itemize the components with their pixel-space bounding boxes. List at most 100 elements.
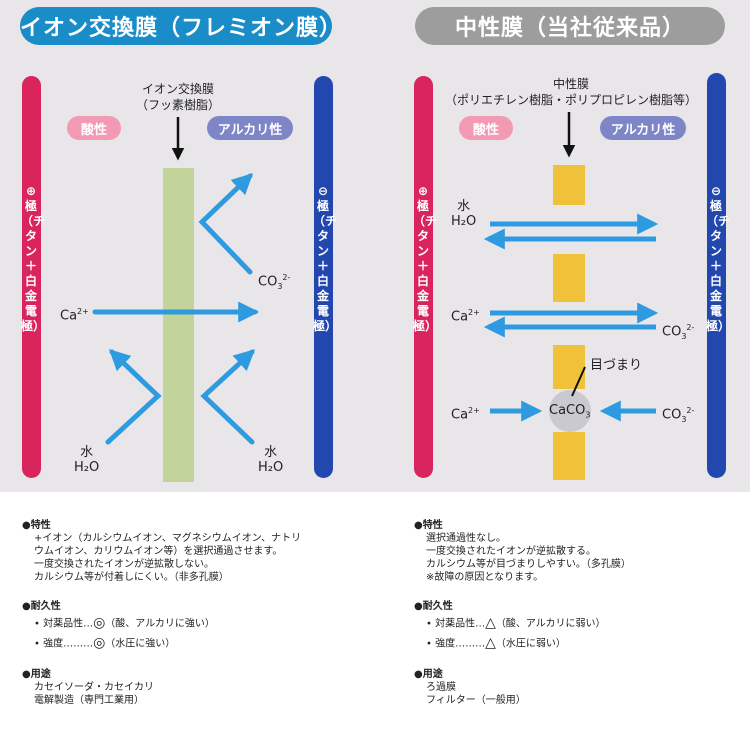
- minus-electrode-label-left: ⊖極（チタン＋白金電極）: [313, 184, 338, 333]
- co3-arrow-left: [198, 173, 254, 275]
- ca-charge: 2+: [468, 406, 480, 415]
- caco3-clog: [549, 390, 591, 432]
- ca-symbol: Ca: [451, 309, 469, 325]
- uses-heading: ●用途: [414, 669, 443, 680]
- durability-item: • 対薬品性…△（酸、アルカリに弱い）: [414, 615, 734, 631]
- co3-charge: 2-: [282, 273, 291, 282]
- ca-charge: 2+: [77, 307, 89, 316]
- water-left-a: 水 H₂O: [74, 445, 99, 475]
- ca-symbol: Ca: [451, 407, 469, 423]
- uses-right: ●用途 ろ過膜 フィルター（一般用）: [414, 668, 734, 707]
- membrane-segment: [553, 432, 585, 480]
- membrane-segment: [553, 345, 585, 389]
- use-line: フィルター（一般用）: [426, 695, 526, 706]
- co3-symbol: CO: [258, 274, 278, 290]
- durability-item-note: （酸、アルカリに弱い）: [495, 618, 606, 630]
- durability-item-note: （水圧に強い）: [105, 638, 176, 649]
- minus-electrode-label-right: ⊖極（チタン＋白金電極）: [706, 184, 731, 333]
- co3-charge: 2-: [686, 406, 695, 415]
- durability-heading: ●耐久性: [414, 601, 453, 612]
- triangle-icon: △: [485, 634, 496, 651]
- ca-ion-right: Ca2+: [451, 305, 480, 324]
- uses-heading: ●用途: [22, 669, 51, 680]
- durability-right: ●耐久性 • 対薬品性…△（酸、アルカリに弱い） • 強度………△（水圧に弱い）: [414, 600, 734, 650]
- membrane-material: （フッ素樹脂）: [135, 98, 220, 112]
- use-line: 電解製造（専門工業用）: [34, 695, 144, 706]
- caco3-label: CaCO3: [549, 403, 590, 423]
- features-heading: ●特性: [414, 520, 443, 531]
- use-line: カセイソーダ・カセイカリ: [34, 682, 154, 693]
- co3-subscript: 3: [681, 414, 687, 424]
- membrane-label-left: イオン交換膜 （フッ素樹脂）: [120, 81, 236, 113]
- water-right: 水 H₂O: [451, 199, 476, 229]
- alkaline-label-right: アルカリ性: [600, 116, 686, 140]
- ca-ion-clog: Ca2+: [451, 403, 480, 422]
- durability-item-label: • 対薬品性…: [34, 618, 94, 630]
- uses-left: ●用途 カセイソーダ・カセイカリ 電解製造（専門工業用）: [22, 668, 362, 707]
- feature-line: カルシウム等が目づまりしやすい。（多孔膜）: [426, 559, 631, 570]
- clog-label: 目づまり: [590, 358, 643, 373]
- feature-line: ウムイオン、カリウムイオン等）を選択通過させます。: [34, 546, 283, 557]
- durability-item: • 強度………△（水圧に弱い）: [414, 634, 734, 651]
- caco3-symbol: CaCO: [549, 403, 586, 418]
- co3-ion-left: CO32-: [258, 270, 290, 294]
- durability-item-label: • 強度………: [426, 638, 486, 649]
- feature-line: 一度交換されたイオンが逆拡散しない。: [34, 559, 214, 570]
- membrane-name: 中性膜: [552, 77, 589, 91]
- title-ion-exchange-membrane: イオン交換膜（フレミオン膜）: [20, 7, 341, 45]
- co3-charge: 2-: [686, 323, 695, 332]
- use-line: ろ過膜: [426, 682, 456, 693]
- water-label: 水: [457, 199, 471, 214]
- ion-exchange-membrane: [163, 168, 194, 482]
- co3-symbol: CO: [662, 407, 682, 423]
- ca-symbol: Ca: [60, 308, 78, 324]
- minus-electrode-right: [707, 73, 726, 478]
- co3-symbol: CO: [662, 324, 682, 340]
- features-right: ●特性 選択通過性なし。 一度交換されたイオンが逆拡散する。 カルシウム等が目づ…: [414, 519, 734, 584]
- ca-charge: 2+: [468, 308, 480, 317]
- h2o-label: H₂O: [258, 460, 284, 475]
- minus-electrode-left: [314, 76, 333, 478]
- plus-electrode-left: [22, 76, 41, 478]
- feature-line: 一度交換されたイオンが逆拡散する。: [426, 546, 596, 557]
- membrane-label-right: 中性膜 （ポリエチレン樹脂・ポリプロピレン樹脂等）: [437, 76, 705, 108]
- features-heading: ●特性: [22, 520, 51, 531]
- durability-left: ●耐久性 • 対薬品性…◎（酸、アルカリに強い） • 強度………◎（水圧に強い）: [22, 600, 362, 650]
- durability-item-note: （水圧に弱い）: [495, 638, 566, 649]
- membrane-name: イオン交換膜: [141, 82, 214, 96]
- durability-item-label: • 強度………: [34, 638, 94, 649]
- durability-item: • 対薬品性…◎（酸、アルカリに強い）: [22, 615, 362, 631]
- co3-subscript: 3: [681, 331, 687, 341]
- diagram-graphics: [22, 73, 726, 482]
- h2o-label: H₂O: [451, 214, 477, 229]
- water-label: 水: [264, 445, 278, 460]
- description-area: [0, 492, 750, 734]
- acid-label-right: 酸性: [459, 116, 513, 140]
- double-circle-icon: ◎: [93, 615, 106, 631]
- acid-label-left: 酸性: [67, 116, 121, 140]
- features-left: ●特性 +イオン（カルシウムイオン、マグネシウムイオン、ナトリ ウムイオン、カリ…: [22, 519, 362, 584]
- durability-heading: ●耐久性: [22, 601, 61, 612]
- neutral-membrane: [553, 165, 585, 480]
- water-label: 水: [80, 445, 94, 460]
- water-arrow-left-a: [105, 349, 162, 445]
- co3-subscript: 3: [277, 281, 283, 291]
- feature-line: ※故障の原因となります。: [426, 572, 544, 583]
- triangle-icon: △: [485, 615, 496, 631]
- feature-line: 選択通過性なし。: [426, 533, 506, 544]
- title-neutral-membrane: 中性膜（当社従来品）: [415, 7, 725, 45]
- plus-electrode-right: [414, 76, 433, 478]
- durability-item-label: • 対薬品性…: [426, 618, 486, 630]
- plus-electrode-label-left: ⊕極（チタン＋白金電極）: [21, 184, 46, 333]
- durability-item: • 強度………◎（水圧に強い）: [22, 636, 362, 651]
- co3-ion-right: CO32-: [662, 320, 694, 344]
- clog-pointer: [571, 366, 586, 397]
- membrane-segment: [553, 254, 585, 302]
- membrane-material: （ポリエチレン樹脂・ポリプロピレン樹脂等）: [444, 93, 697, 107]
- feature-line: +イオン（カルシウムイオン、マグネシウムイオン、ナトリ: [34, 533, 302, 544]
- caco3-subscript: 3: [585, 410, 591, 420]
- ca-ion-left: Ca2+: [60, 304, 89, 323]
- plus-electrode-label-right: ⊕極（チタン＋白金電極）: [413, 184, 438, 333]
- alkaline-label-left: アルカリ性: [207, 116, 293, 140]
